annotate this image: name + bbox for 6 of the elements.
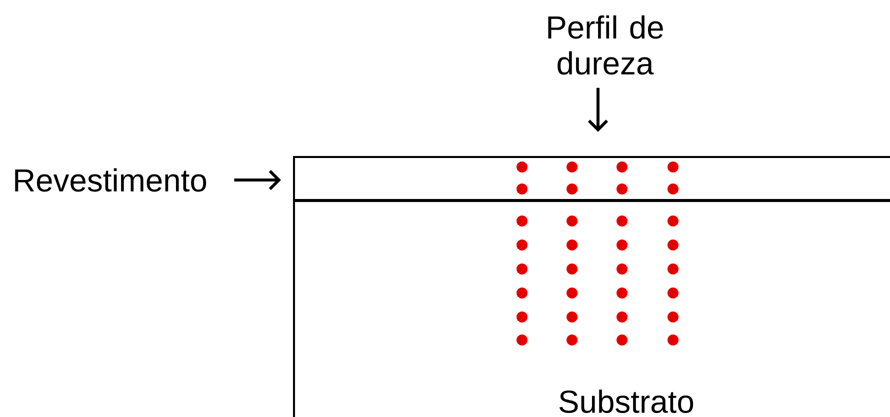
profile-label: Perfil de dureza [548,15,663,75]
coating-layer [293,156,890,202]
arrow [234,170,281,190]
arrow [588,88,608,132]
layer-label: Revestimento [15,168,206,192]
substrate-layer: Substrato [293,199,890,417]
